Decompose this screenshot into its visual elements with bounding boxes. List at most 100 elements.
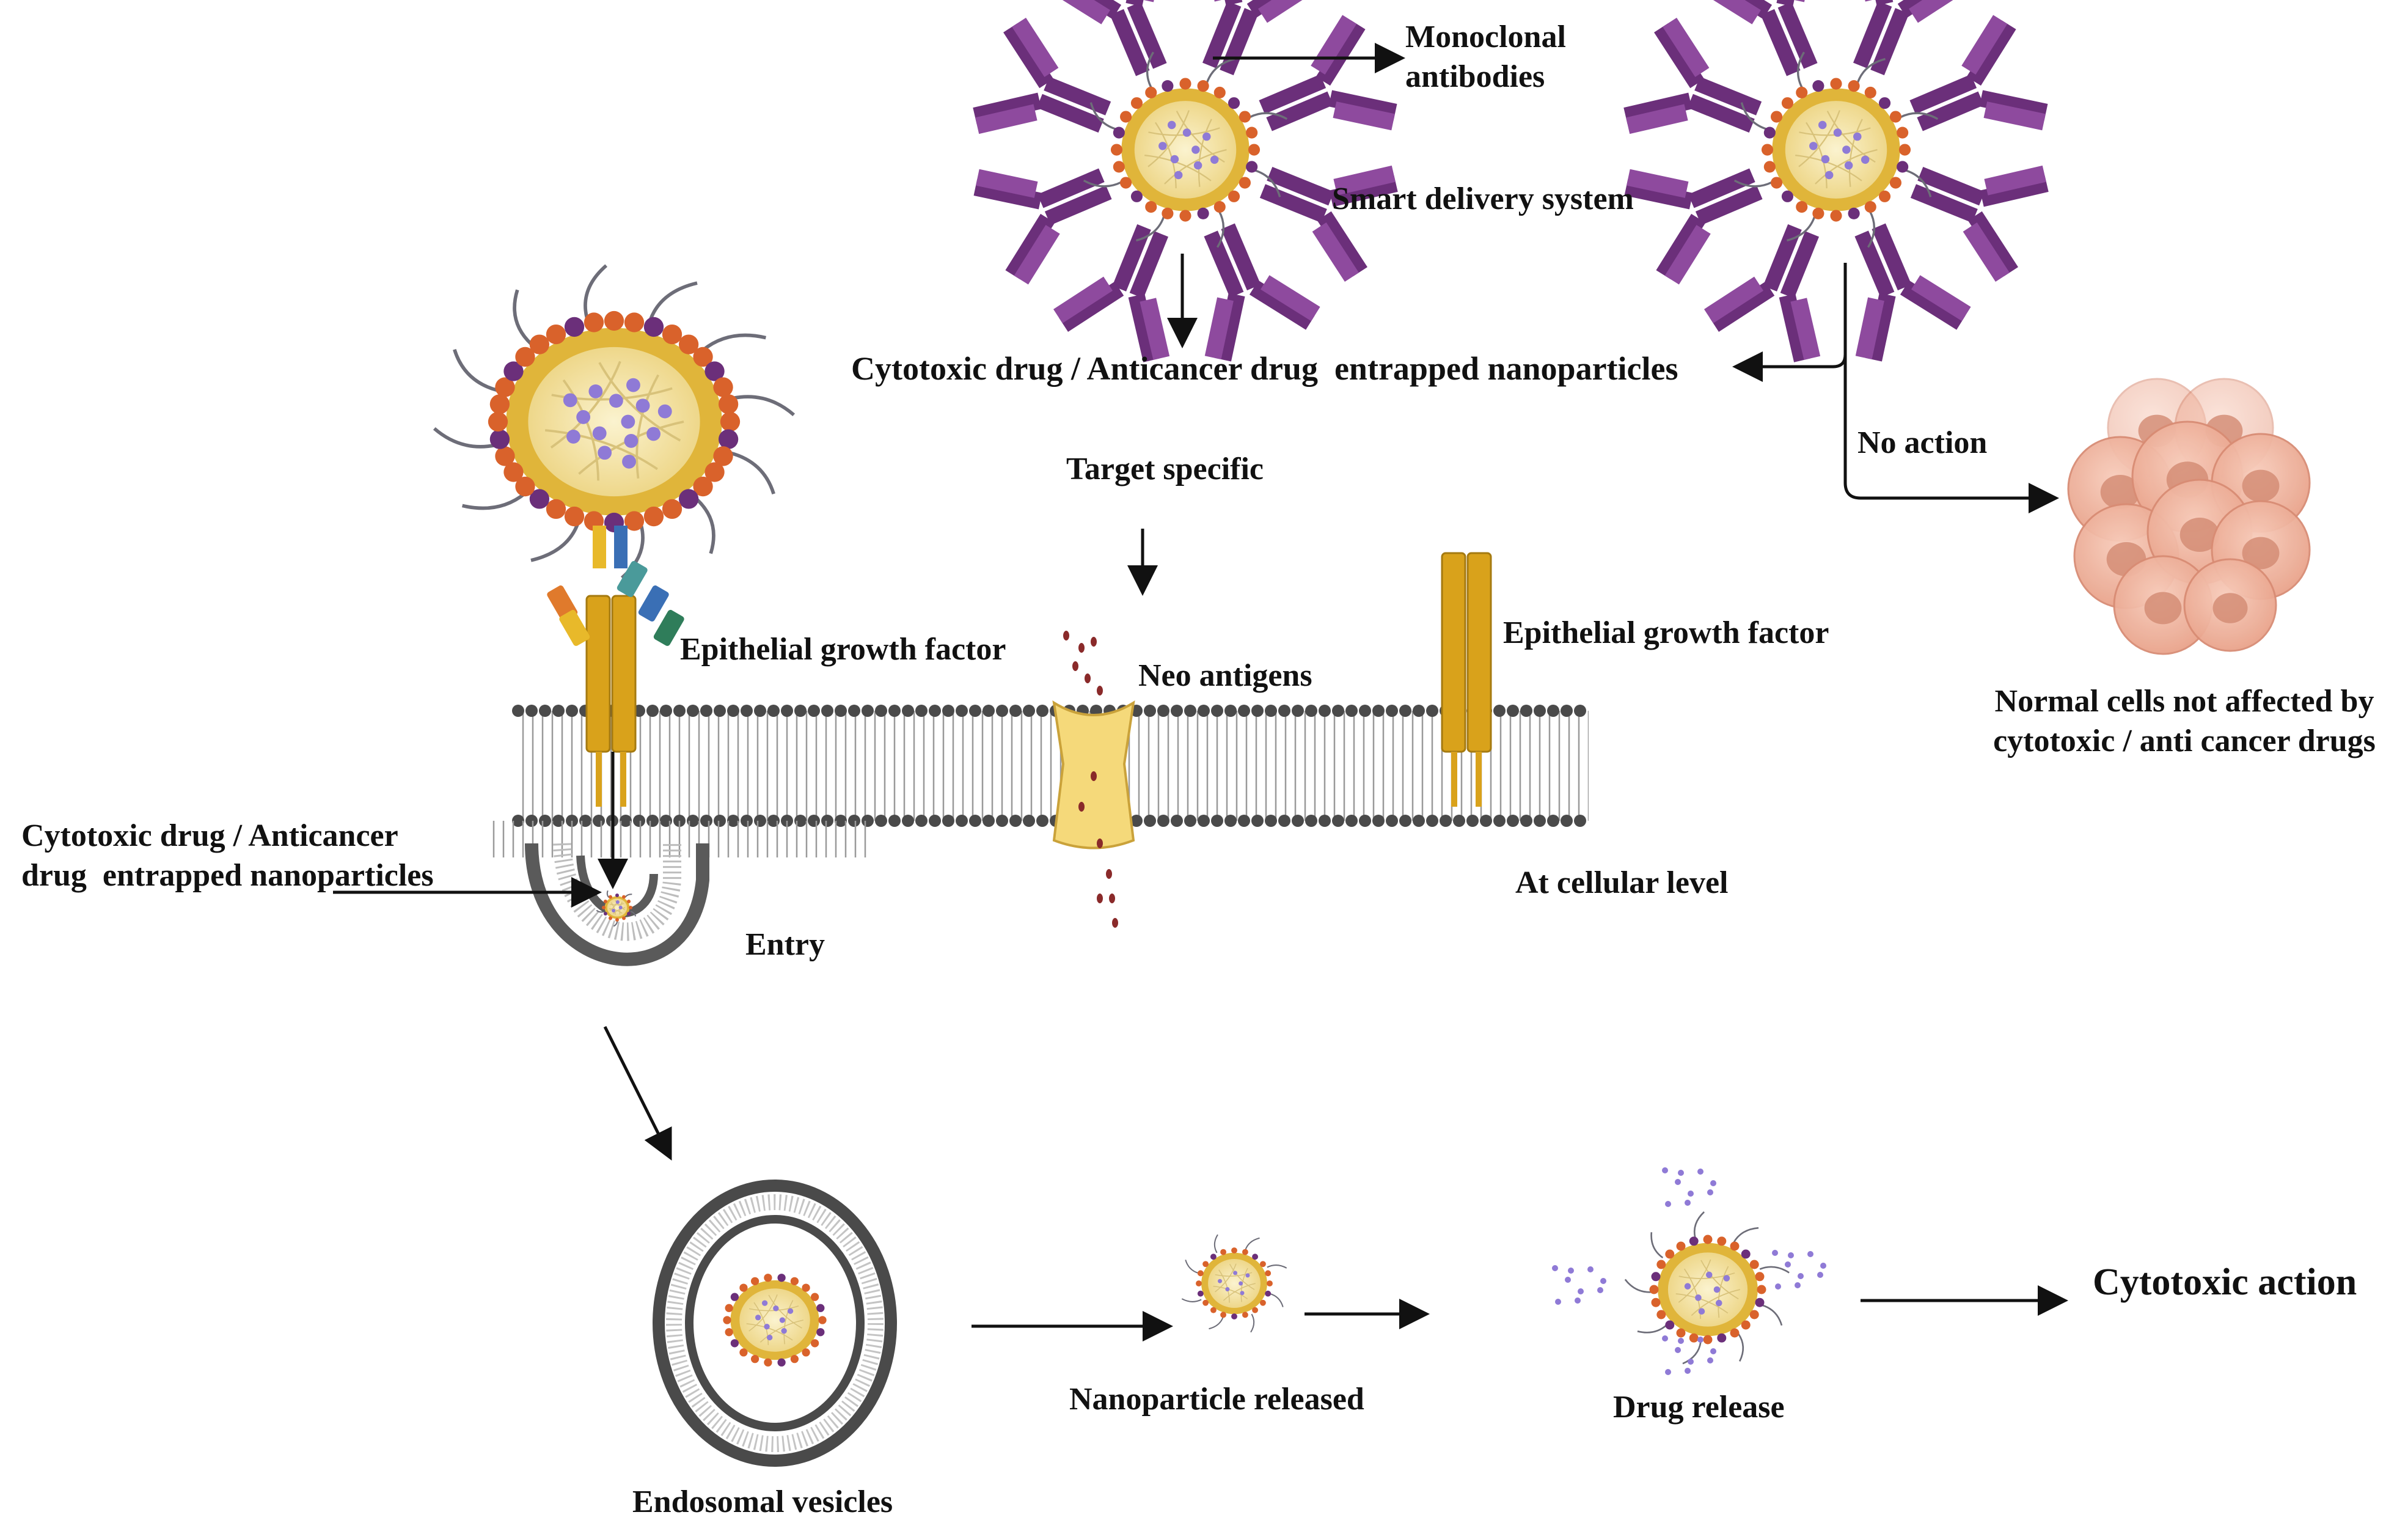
phospholipid-head <box>1332 705 1344 717</box>
antibody-fragment <box>638 585 669 622</box>
drug-molecule <box>1233 1271 1238 1275</box>
drug-release-nanoparticle <box>1552 1167 1826 1375</box>
antibody-heavy-chain <box>1853 1 1892 68</box>
released-drug-molecule <box>1688 1359 1694 1365</box>
drug-molecule <box>787 1308 794 1314</box>
drug-molecule <box>609 394 623 408</box>
antigen-particle <box>1072 661 1078 671</box>
drug-molecule <box>1240 1291 1245 1296</box>
lipid-head <box>1741 1249 1751 1259</box>
phospholipid-head <box>835 705 847 717</box>
lipid-head <box>1179 78 1191 90</box>
antibody-light-chain <box>1984 165 2046 196</box>
entry-label: Entry <box>745 927 825 962</box>
arrow-no-action <box>1843 354 2059 513</box>
released-drug-molecule <box>1685 1368 1691 1374</box>
lipid-head <box>1162 207 1174 219</box>
peg-chain <box>732 395 796 417</box>
lipid-head <box>720 411 741 432</box>
phospholipid-head <box>1265 705 1277 717</box>
phospholipid-head <box>1198 705 1210 717</box>
phospholipid-head <box>1224 815 1237 827</box>
antibody-light-chain <box>1664 225 1711 285</box>
lipid-head <box>1717 1333 1727 1343</box>
polymer-strand <box>759 1319 803 1343</box>
lipid-head <box>489 429 510 449</box>
phospholipid-head <box>1251 815 1264 827</box>
drug-molecule <box>566 430 580 444</box>
monoclonal-antibody <box>1259 165 1398 282</box>
lipid-head <box>1113 127 1125 139</box>
cell-nucleus <box>2100 474 2140 510</box>
drug-molecule <box>598 446 612 460</box>
phospholipid-head <box>1561 705 1573 717</box>
phospholipid-head <box>1547 815 1559 827</box>
peg-chain <box>1254 169 1281 197</box>
lipid-head <box>1898 144 1911 156</box>
phospholipid-head <box>1372 705 1385 717</box>
released-drug-molecule <box>1795 1282 1801 1288</box>
lipid-head <box>1757 1285 1766 1294</box>
antibody-light-chain <box>1053 276 1113 323</box>
lipid-head <box>1210 1253 1217 1260</box>
lipid-head <box>1676 1328 1686 1338</box>
antibody-heavy-chain <box>1917 166 1985 206</box>
monoclonal-antibody <box>1909 15 2048 131</box>
polymer-strand <box>768 1294 802 1329</box>
lipid-head <box>739 1283 748 1292</box>
lipid-head <box>802 1348 810 1357</box>
cytotoxic-np-left-label: Cytotoxic drug / Anticancer drug entrapp… <box>21 818 434 893</box>
phospholipid-head <box>1009 815 1022 827</box>
lipid-head <box>1267 1280 1273 1286</box>
phospholipid-head <box>1574 705 1586 717</box>
antibody-light-chain <box>976 169 1038 198</box>
polymer-strand <box>1229 1263 1255 1290</box>
peg-chain <box>606 890 609 898</box>
lipid-head <box>810 1339 819 1348</box>
lipid-head <box>718 429 739 449</box>
antibody-arm <box>1249 280 1315 330</box>
receptor-bound-nanoparticle <box>433 264 796 579</box>
lipid-head <box>564 506 585 527</box>
antibody-light-chain <box>1333 165 1396 196</box>
linker <box>614 526 628 568</box>
lipid-head <box>725 1304 733 1312</box>
phospholipid-head <box>1211 705 1223 717</box>
polymer-strand <box>1815 149 1878 185</box>
lipid-head <box>1897 127 1909 139</box>
antibody-arm <box>1246 0 1312 18</box>
monoclonal-antibody <box>1704 224 1821 362</box>
peg-chain <box>648 281 698 321</box>
polymer-strand <box>610 903 624 906</box>
drug-molecule <box>622 454 636 469</box>
monoclonal-antibody <box>1624 168 1763 285</box>
linker <box>593 526 606 568</box>
peg-chain <box>1213 1234 1218 1253</box>
phospholipid-head <box>1386 705 1398 717</box>
antibody-heavy-chain <box>1037 168 1105 208</box>
drug-molecule <box>612 908 616 912</box>
lipid-head <box>1259 1261 1266 1268</box>
phospholipid-head <box>767 705 780 717</box>
lipid-head <box>1265 1270 1272 1277</box>
antibody-light-chain <box>1855 297 1884 359</box>
drug-molecule <box>1713 1286 1721 1293</box>
lipid-head <box>678 489 699 509</box>
polymer-strand <box>1718 1266 1729 1318</box>
antibody-arm <box>1900 280 1966 330</box>
lipid-head <box>723 1316 731 1324</box>
drug-molecule <box>1225 1287 1230 1291</box>
antigen-particle <box>1112 918 1118 928</box>
peg-chain <box>584 264 608 319</box>
lipid-head <box>603 912 607 916</box>
lipid-head <box>1781 190 1794 202</box>
no-action-label: No action <box>1857 425 1988 460</box>
antigen-particle <box>1085 673 1091 683</box>
endosome-tails <box>666 1194 884 1452</box>
released-drug-molecule <box>1665 1369 1671 1375</box>
egf-receptor-right <box>1441 552 1492 807</box>
phospholipid-head <box>1305 815 1317 827</box>
monoclonal-antibody <box>973 17 1111 134</box>
phospholipid-head <box>700 705 712 717</box>
monoclonal-antibody <box>1053 224 1170 362</box>
